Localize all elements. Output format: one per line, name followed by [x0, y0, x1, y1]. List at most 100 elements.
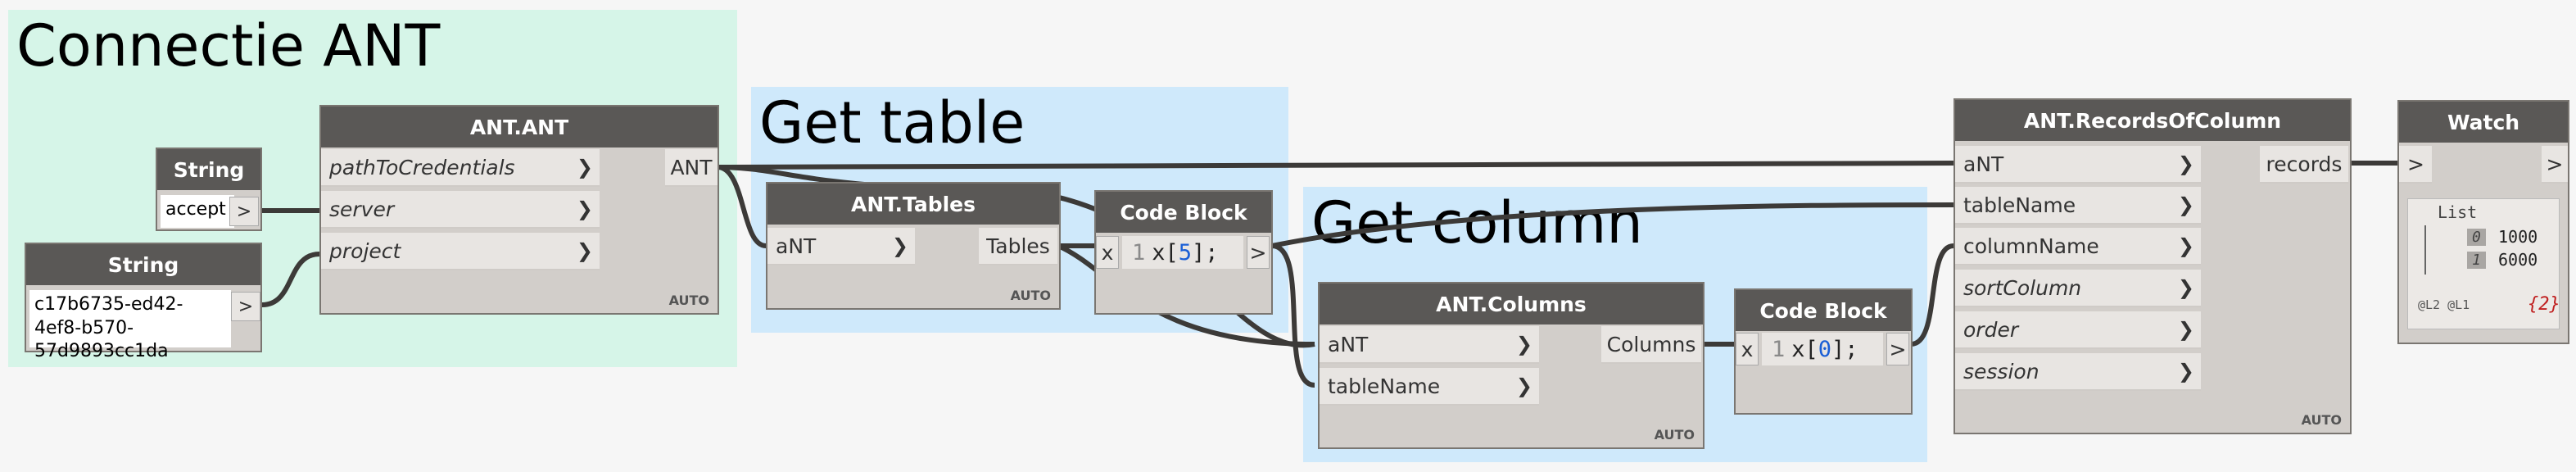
line-number: 1 [1772, 336, 1786, 362]
watch-node[interactable]: Watch > > List 0 1000 1 6000 @L2 @L1 {2} [2397, 100, 2569, 344]
input-port-columnName[interactable]: columnName ❯ [1955, 228, 2201, 266]
lacing-label: AUTO [1654, 427, 1695, 442]
output-port-Tables[interactable]: Tables [979, 228, 1057, 266]
watch-output-area[interactable]: List 0 1000 1 6000 @L2 @L1 {2} [2407, 198, 2560, 329]
wire-code1-columns-table [1271, 243, 1315, 388]
ant-columns-node[interactable]: ANT.Columns aNT ❯ tableName ❯ Columns AUTO [1318, 282, 1705, 449]
port-label: Tables [986, 234, 1050, 258]
group-title: Get table [759, 89, 1025, 157]
code-index-number: 0 [1818, 336, 1832, 362]
chevron-right-icon: ❯ [576, 156, 593, 179]
output-port-button[interactable]: > [1247, 236, 1270, 269]
output-port-button[interactable]: > [229, 197, 259, 226]
node-header: ANT.Tables [767, 184, 1059, 225]
lacing-label: AUTO [2301, 412, 2342, 428]
node-header: ANT.Columns [1320, 284, 1703, 324]
chevron-right-icon: ❯ [2177, 152, 2194, 175]
input-port-pathToCredentials[interactable]: pathToCredentials ❯ [321, 149, 600, 187]
string-value-field[interactable]: c17b6735-ed42-4ef8-b570-57d9893cc1da [29, 290, 231, 361]
input-port-server[interactable]: server ❯ [321, 191, 600, 229]
input-port-session[interactable]: session ❯ [1955, 353, 2201, 391]
port-label: project [329, 238, 401, 263]
port-label: aNT [776, 234, 817, 258]
port-label: session [1963, 359, 2040, 384]
wire-code1-records-table [1271, 202, 1954, 248]
chevron-right-icon: ❯ [2177, 276, 2194, 299]
code-index-number: 5 [1178, 239, 1193, 266]
input-port-tableName[interactable]: tableName❯ [1955, 187, 2201, 225]
input-port-project[interactable]: project❯ [321, 233, 600, 270]
line-number: 1 [1132, 239, 1146, 266]
input-port-sortColumn[interactable]: sortColumn❯ [1955, 270, 2201, 307]
port-label: ANT [670, 155, 713, 179]
node-header: ANT.ANT [321, 107, 718, 148]
node-header: ANT.RecordsOfColumn [1955, 100, 2350, 141]
node-header: Watch [2399, 102, 2568, 143]
tree-line [2424, 225, 2426, 275]
port-label: server [329, 197, 395, 221]
list-index: 1 [2467, 252, 2486, 269]
wire-string2-project [261, 252, 320, 307]
ant-records-of-column-node[interactable]: ANT.RecordsOfColumn aNT❯ tableName❯ colu… [1954, 98, 2352, 434]
list-index: 0 [2467, 229, 2486, 246]
lacing-label: AUTO [668, 293, 709, 308]
input-port-order[interactable]: order❯ [1955, 311, 2201, 349]
port-label: tableName [1328, 374, 1441, 398]
node-header: String [26, 244, 260, 285]
port-label: columnName [1963, 234, 2099, 258]
code-text-suffix: ]; [1192, 239, 1219, 266]
wire-ant-records [717, 161, 1954, 170]
string-value-field[interactable]: accept [161, 195, 234, 228]
port-label: Columns [1606, 332, 1696, 356]
chevron-right-icon: > [2407, 152, 2424, 176]
chevron-right-icon: > [2546, 152, 2564, 176]
string-node-guid[interactable]: String c17b6735-ed42-4ef8-b570-57d9893cc… [25, 243, 262, 361]
ant-ant-node[interactable]: ANT.ANT pathToCredentials ❯ server ❯ proje… [319, 105, 719, 315]
node-header: String [157, 149, 260, 190]
output-port-button[interactable]: > [1886, 333, 1909, 365]
list-value: 6000 [2498, 250, 2538, 270]
port-label: tableName [1963, 193, 2076, 217]
chevron-right-icon: ❯ [2177, 318, 2194, 341]
level-indicator: @L2 @L1 [2418, 297, 2470, 312]
chevron-right-icon: ❯ [2177, 234, 2194, 257]
node-header: Code Block [1096, 192, 1271, 233]
code-text-prefix: x[ [1152, 239, 1179, 266]
input-port-aNT[interactable]: aNT ❯ [1320, 326, 1539, 364]
node-header: Code Block [1736, 290, 1911, 331]
input-port-tableName[interactable]: tableName ❯ [1320, 368, 1539, 406]
output-port-button[interactable]: > [231, 292, 260, 321]
port-label: pathToCredentials [329, 155, 515, 179]
code-text-prefix: x[ [1791, 336, 1818, 362]
wire-code2-records-column [1910, 243, 1954, 347]
chevron-right-icon: ❯ [891, 234, 908, 257]
chevron-right-icon: ❯ [2177, 360, 2194, 383]
input-port[interactable]: > [2399, 146, 2432, 184]
output-port-records[interactable]: records [2260, 146, 2348, 184]
chevron-right-icon: ❯ [1515, 374, 1532, 397]
port-label: aNT [1328, 332, 1369, 356]
list-value: 1000 [2498, 227, 2538, 247]
output-port-Columns[interactable]: Columns [1601, 326, 1701, 364]
input-port-x[interactable]: x [1736, 333, 1759, 365]
port-label: records [2266, 152, 2343, 176]
group-title: Connectie ANT [16, 12, 441, 79]
string-node-accept[interactable]: String accept > [156, 148, 262, 231]
chevron-right-icon: ❯ [576, 197, 593, 220]
list-label: List [2438, 202, 2478, 222]
input-port-x[interactable]: x [1096, 236, 1119, 269]
code-text-suffix: ]; [1831, 336, 1858, 362]
output-port-ANT[interactable]: ANT [665, 149, 718, 187]
input-port-aNT[interactable]: aNT ❯ [767, 228, 915, 266]
chevron-right-icon: ❯ [1515, 333, 1532, 356]
input-port-aNT[interactable]: aNT❯ [1955, 146, 2201, 184]
output-port[interactable]: > [2542, 146, 2568, 184]
wire-ant-tables [717, 165, 767, 248]
ant-tables-node[interactable]: ANT.Tables aNT ❯ Tables AUTO [766, 182, 1061, 310]
group-title: Get column [1311, 189, 1643, 256]
lacing-label: AUTO [1010, 288, 1051, 303]
